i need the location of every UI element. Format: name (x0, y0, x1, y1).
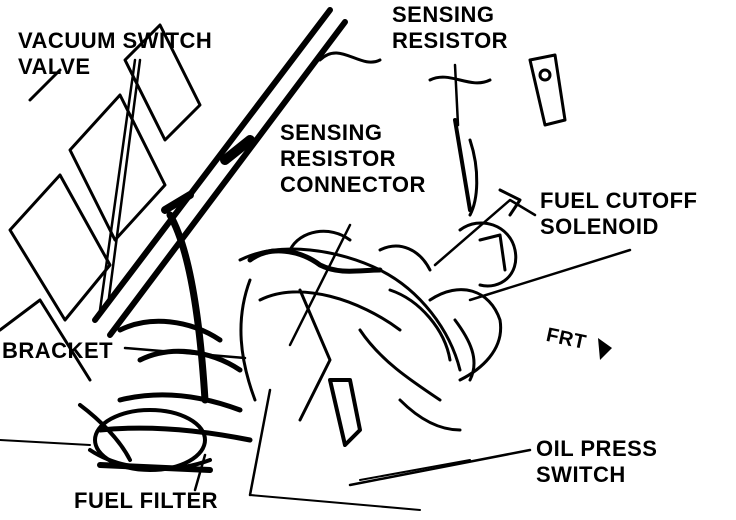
firewall-panels (0, 23, 202, 382)
fuel-cutoff-solenoid-art (458, 188, 522, 288)
fuel-filter-art (78, 403, 213, 473)
label-line: RESISTOR (280, 146, 397, 171)
vacuum-hose (166, 211, 209, 404)
label-line: VALVE (18, 54, 91, 79)
label-bracket: BRACKET (2, 338, 114, 363)
label-line: RESISTOR (392, 28, 509, 53)
wiring-harness (97, 248, 383, 443)
label-line: SENSING (392, 2, 495, 27)
label-line: VACUUM SWITCH (18, 28, 213, 53)
label-line: OIL PRESS (536, 436, 658, 461)
label-line: SWITCH (536, 462, 626, 487)
label-vacuum-switch-valve: VACUUM SWITCH VALVE (18, 28, 212, 80)
label-sensing-resistor-connector: SENSING RESISTOR CONNECTOR (280, 120, 426, 198)
label-line: FUEL CUTOFF (540, 188, 698, 213)
engine-block (238, 229, 503, 447)
label-oil-press-switch: OIL PRESS SWITCH (536, 436, 657, 488)
label-fuel-filter: FUEL FILTER (74, 488, 219, 513)
label-line: SOLENOID (540, 214, 659, 239)
label-sensing-resistor: SENSING RESISTOR (392, 2, 508, 54)
frame-rail (92, 7, 348, 338)
label-fuel-cutoff-solenoid: FUEL CUTOFF SOLENOID (540, 188, 697, 240)
ground-lines (0, 439, 471, 511)
front-arrow (598, 338, 612, 360)
sensing-resistor-plate (318, 51, 567, 217)
label-line: CONNECTOR (280, 172, 426, 197)
leader-lines (98, 58, 632, 497)
label-line: SENSING (280, 120, 383, 145)
